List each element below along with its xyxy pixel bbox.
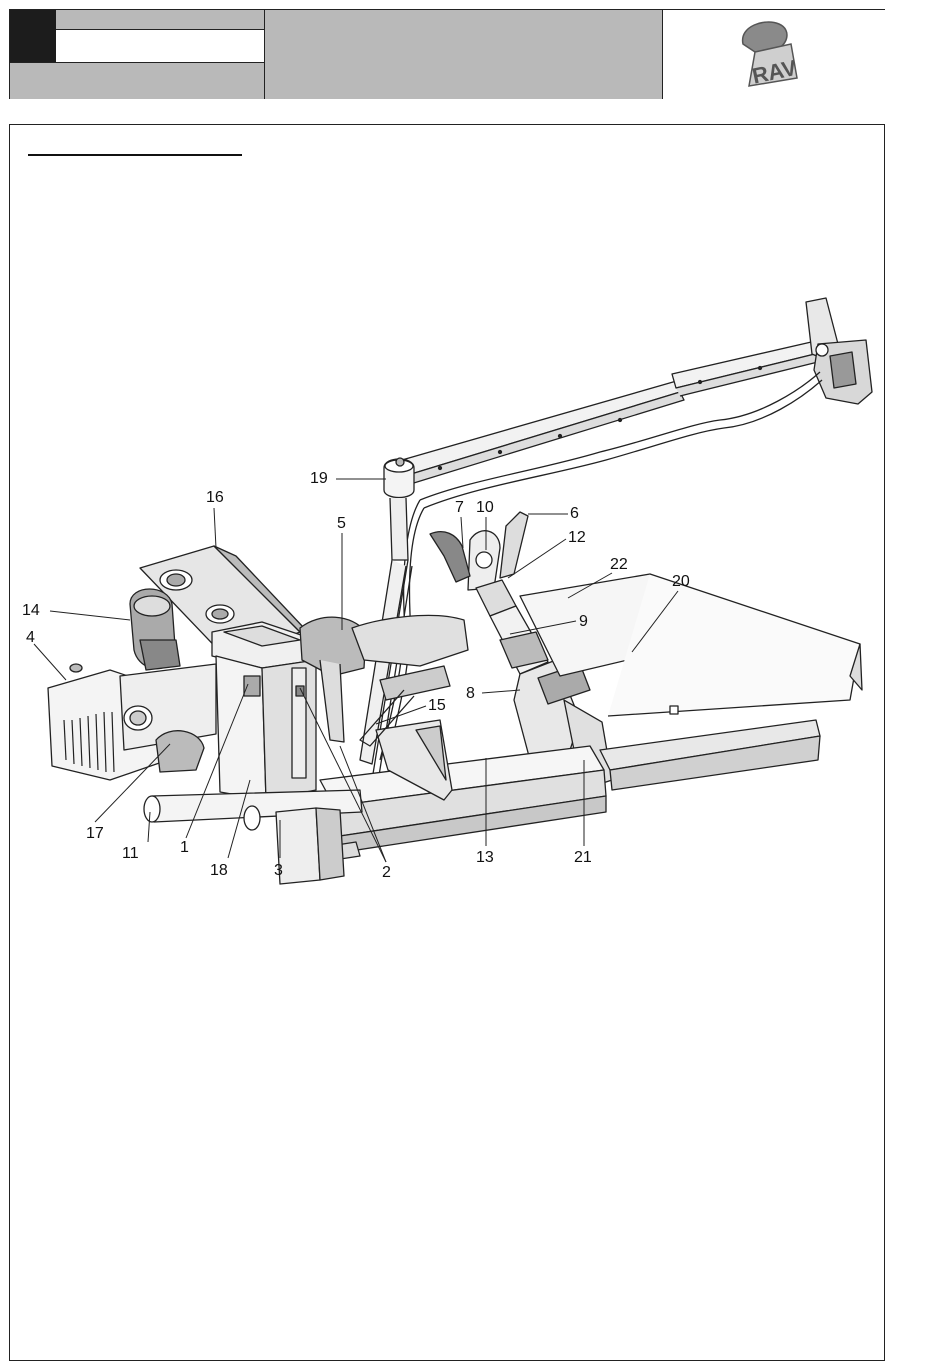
callout-17: 17 [86,826,104,842]
callout-8: 8 [466,686,475,702]
callout-1: 1 [180,840,189,856]
callout-12: 12 [568,530,586,546]
callout-11: 11 [122,846,139,862]
callout-9: 9 [579,614,588,630]
head-unit [430,512,528,616]
callout-6: 6 [570,506,579,522]
callout-18: 18 [210,863,228,879]
callout-21: 21 [574,850,592,866]
callout-3: 3 [274,863,283,879]
control-column [212,622,316,800]
callout-16: 16 [206,490,224,506]
callout-2: 2 [382,865,391,881]
callout-19: 19 [310,471,328,487]
callout-10: 10 [476,500,494,516]
callout-20: 20 [672,574,690,590]
callout-5: 5 [337,516,346,532]
callout-4: 4 [26,630,35,646]
callout-22: 22 [610,557,628,573]
left-body [48,664,216,780]
callout-15: 15 [428,698,446,714]
drive-linkage [300,615,468,746]
callout-14: 14 [22,603,40,619]
callout-13: 13 [476,850,494,866]
callout-7: 7 [455,500,464,516]
roller-bar [144,790,362,884]
